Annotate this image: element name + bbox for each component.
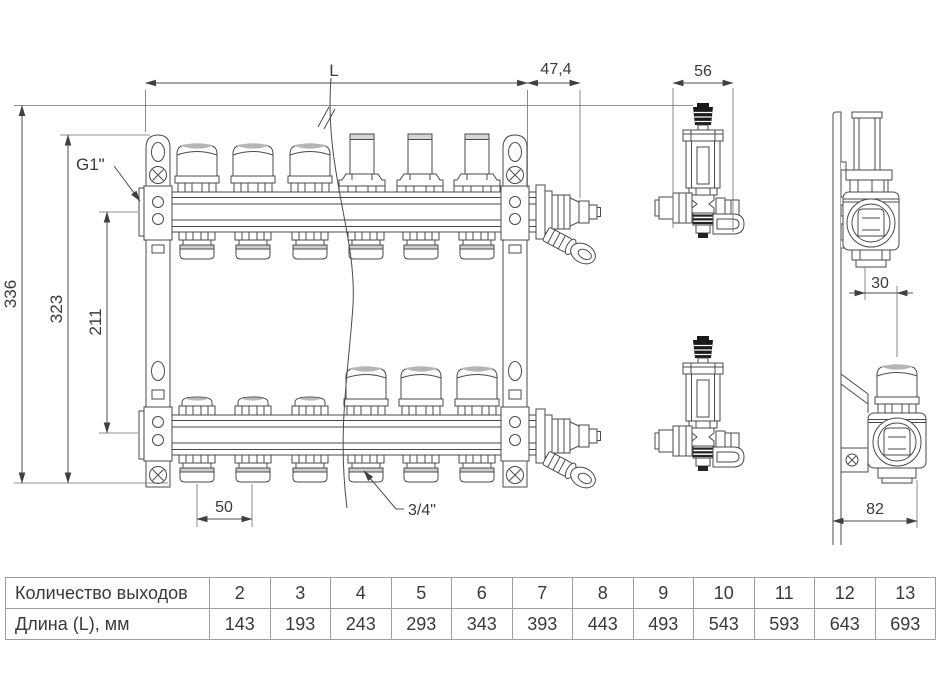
dim-depth-total-label: 82	[866, 501, 884, 518]
outputs-cell: 10	[693, 577, 755, 609]
outputs-cell: 9	[632, 577, 694, 609]
dim-length-label: L	[329, 61, 338, 80]
bottom-cross-section	[840, 363, 927, 484]
dim-depth-offset-label: 30	[871, 275, 889, 292]
length-cell: 543	[693, 608, 755, 640]
outputs-cell: 2	[209, 577, 271, 609]
lengths-row-label: Длина (L), мм	[5, 608, 210, 640]
outputs-cell: 11	[753, 577, 815, 609]
length-cell: 693	[874, 608, 936, 640]
top-manifold-bar	[138, 187, 537, 237]
dim-end-offset-label: 47,4	[540, 61, 571, 78]
side-view	[832, 111, 927, 545]
dimensions: L 47,4 56 G1" 336 323 211 50 3/4" 30	[1, 61, 918, 528]
length-cell: 393	[511, 608, 573, 640]
dim-total-height-label: 336	[1, 280, 20, 308]
dim-axis-distance-label: 211	[86, 308, 105, 335]
length-cell: 193	[269, 608, 331, 640]
dim-bracket-height-label: 323	[47, 295, 66, 323]
length-cell: 343	[451, 608, 513, 640]
air-vent-view	[654, 102, 745, 472]
break-line	[317, 77, 354, 509]
dim-outlet-thread-label: 3/4"	[408, 502, 436, 519]
length-cell: 293	[390, 608, 452, 640]
dim-outlet-spacing-label: 50	[215, 499, 233, 516]
outputs-cell: 8	[572, 577, 634, 609]
lengths-row: Длина (L), мм 143 193 243 293 343 393 44…	[5, 608, 936, 640]
front-view	[138, 77, 601, 509]
dim-vent-width-label: 56	[694, 63, 712, 80]
outputs-cell: 7	[511, 577, 573, 609]
outputs-cell: 3	[269, 577, 331, 609]
outputs-row-label: Количество выходов	[5, 577, 210, 609]
top-cross-section	[842, 111, 900, 268]
length-cell: 643	[814, 608, 876, 640]
outputs-cell: 5	[390, 577, 452, 609]
outputs-cell: 4	[330, 577, 392, 609]
outputs-cell: 13	[874, 577, 936, 609]
outputs-row: Количество выходов 2 3 4 5 6 7 8 9 10 11…	[5, 577, 936, 609]
spec-table: Количество выходов 2 3 4 5 6 7 8 9 10 11…	[5, 577, 936, 640]
length-cell: 593	[753, 608, 815, 640]
outputs-cell: 12	[814, 577, 876, 609]
length-cell: 143	[209, 608, 271, 640]
bottom-manifold-bar	[138, 410, 537, 460]
length-cell: 243	[330, 608, 392, 640]
length-cell: 443	[572, 608, 634, 640]
manifold-drawing: L 47,4 56 G1" 336 323 211 50 3/4" 30	[1, 61, 927, 545]
length-cell: 493	[632, 608, 694, 640]
side-bracket-profile	[832, 111, 842, 545]
dim-connection-thread-label: G1"	[76, 155, 105, 174]
outputs-cell: 6	[451, 577, 513, 609]
